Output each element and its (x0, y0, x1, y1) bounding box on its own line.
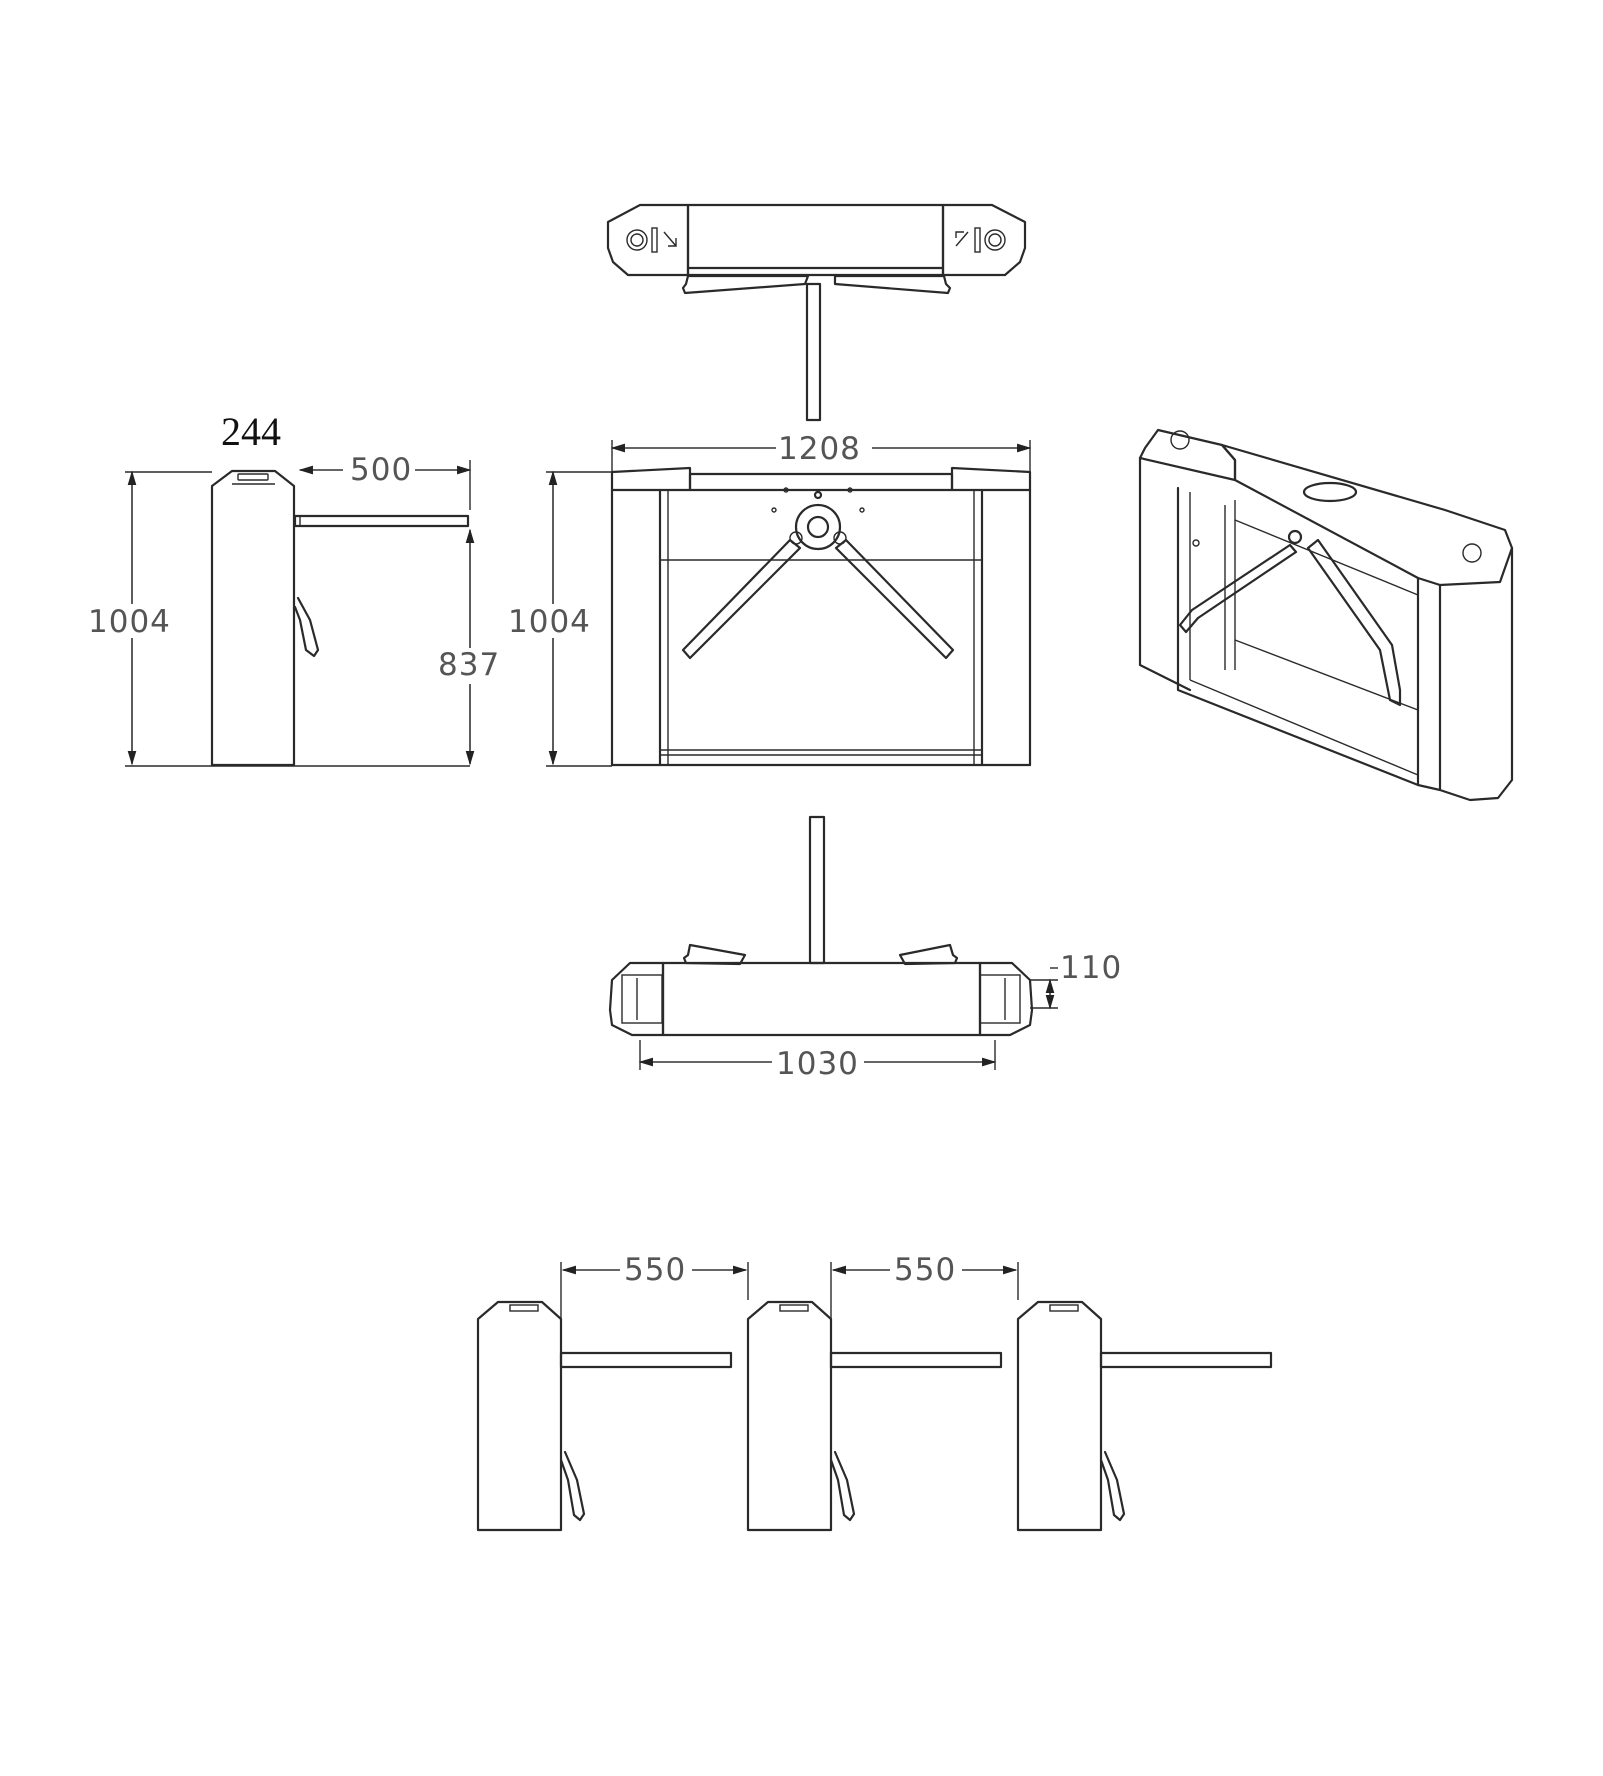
bottom-side-label: 110 (1060, 950, 1122, 986)
lane-gap-1-label: 550 (624, 1252, 686, 1288)
side-arm-height-label: 837 (438, 647, 500, 683)
side-depth-label: 244 (221, 409, 281, 454)
bottom-view: 1030 110 (608, 815, 1122, 1082)
top-view (606, 203, 1027, 422)
front-width-label: 1208 (778, 431, 861, 467)
isometric-view (1138, 428, 1514, 802)
front-height-label: 1004 (508, 604, 591, 640)
lane-gap-2-label: 550 (894, 1252, 956, 1288)
side-height-label: 1004 (88, 604, 171, 640)
bottom-width-label: 1030 (776, 1046, 859, 1082)
lane-layout-view: 550 550 (476, 1252, 1273, 1532)
side-view: 244 500 1004 837 (86, 409, 506, 767)
side-arm-length-label: 500 (350, 452, 412, 488)
front-view: 1208 1004 (506, 430, 1032, 767)
